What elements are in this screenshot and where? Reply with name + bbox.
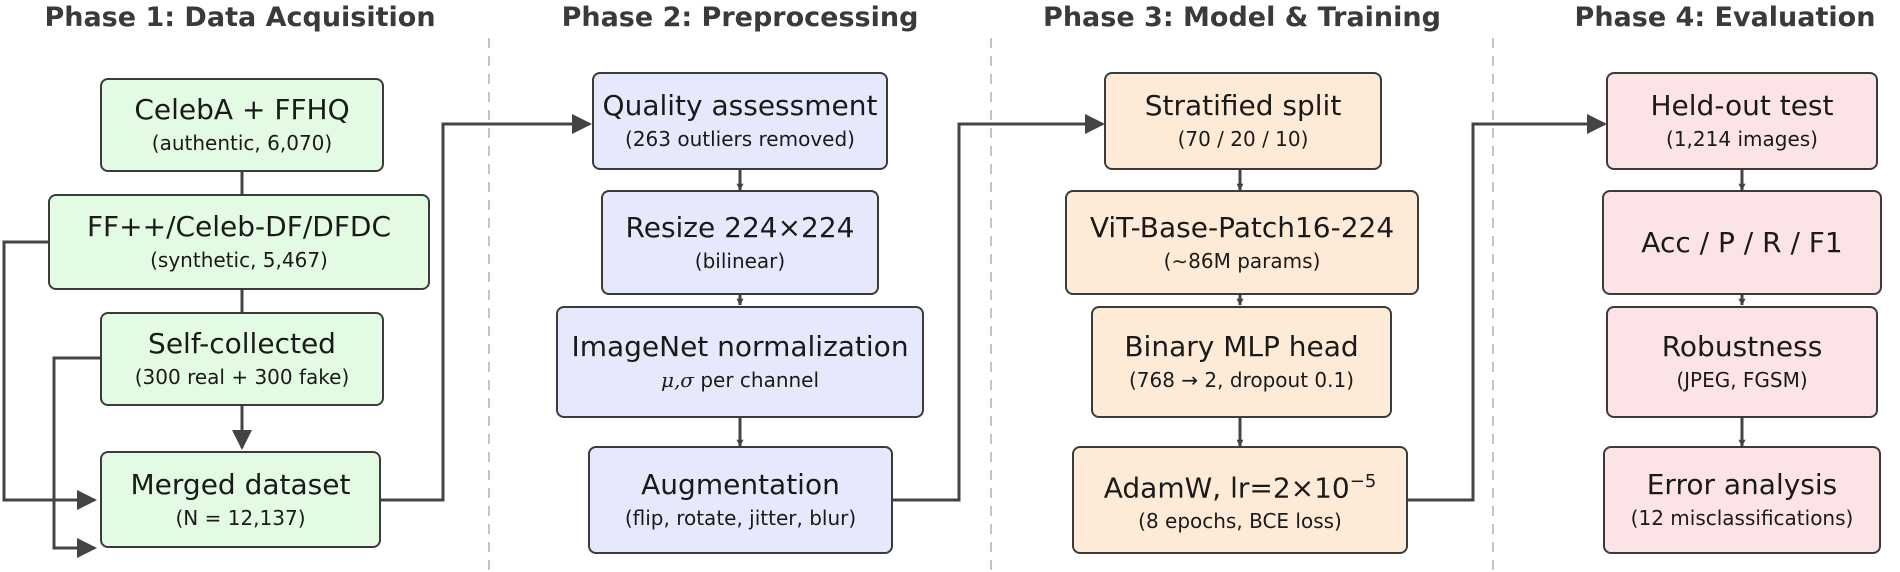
box-stratified-split: Stratified split (70 / 20 / 10) [1104, 72, 1382, 170]
box-title: Acc / P / R / F1 [1641, 225, 1843, 259]
box-robustness: Robustness (JPEG, FGSM) [1606, 306, 1878, 418]
box-title: AdamW, lr=2×10−5 [1104, 464, 1377, 506]
arrow-ffpp-to-merged [2, 240, 97, 510]
box-title: Merged dataset [130, 467, 351, 501]
box-title: ViT-Base-Patch16-224 [1089, 210, 1395, 244]
arrow-phase3-to-phase4 [1408, 114, 1607, 502]
box-title: CelebA + FFHQ [134, 93, 350, 126]
box-augmentation: Augmentation (flip, rotate, jitter, blur… [588, 446, 893, 554]
arrow-phase1-to-phase2 [381, 114, 592, 502]
phase-1-title: Phase 1: Data Acquisition [44, 2, 436, 33]
box-subtitle: (authentic, 6,070) [151, 131, 333, 155]
phase-2-title: Phase 2: Preprocessing [561, 2, 919, 33]
phase-4-title: Phase 4: Evaluation [1574, 2, 1876, 33]
box-subtitle: (flip, rotate, jitter, blur) [624, 506, 857, 530]
box-subtitle: (synthetic, 5,467) [150, 248, 328, 272]
box-subtitle: (bilinear) [694, 248, 786, 273]
phase-3-title: Phase 3: Model & Training [1043, 2, 1441, 33]
box-celeba-ffhq: CelebA + FFHQ (authentic, 6,070) [100, 78, 384, 172]
box-title: Self-collected [148, 327, 336, 360]
box-subtitle-text: per channel [693, 368, 820, 392]
box-metrics: Acc / P / R / F1 [1602, 190, 1882, 295]
arrow-selfcollected-to-merged [52, 356, 100, 558]
box-binary-mlp-head: Binary MLP head (768 → 2, dropout 0.1) [1091, 306, 1392, 418]
box-title: Binary MLP head [1124, 330, 1359, 363]
box-subtitle: (70 / 20 / 10) [1177, 127, 1309, 151]
box-subtitle: (12 misclassifications) [1630, 506, 1854, 530]
lr-exponent: −5 [1349, 470, 1377, 492]
box-ff-celebdf-dfdc: FF++/Celeb-DF/DFDC (synthetic, 5,467) [48, 194, 430, 290]
box-subtitle: (263 outliers removed) [625, 127, 855, 151]
box-resize: Resize 224×224 (bilinear) [601, 190, 879, 295]
box-title: Error analysis [1646, 468, 1838, 501]
arrow-phase2-to-phase3 [893, 114, 1105, 502]
box-title: Resize 224×224 [625, 210, 855, 244]
box-title: Robustness [1661, 330, 1823, 363]
box-adamw-optimizer: AdamW, lr=2×10−5 (8 epochs, BCE loss) [1072, 446, 1408, 554]
box-vit-base: ViT-Base-Patch16-224 (∼86M params) [1065, 190, 1419, 295]
box-subtitle: (768 → 2, dropout 0.1) [1128, 368, 1355, 392]
box-subtitle: (300 real + 300 fake) [134, 365, 350, 389]
box-title: ImageNet normalization [571, 330, 909, 363]
box-subtitle: (N = 12,137) [175, 505, 306, 530]
box-subtitle: (∼86M params) [1163, 248, 1321, 273]
mu-sigma-symbol: μ,σ [660, 368, 694, 392]
box-held-out-test: Held-out test (1,214 images) [1606, 72, 1878, 170]
box-subtitle: (8 epochs, BCE loss) [1138, 509, 1342, 534]
box-self-collected: Self-collected (300 real + 300 fake) [100, 312, 384, 406]
box-subtitle: μ,σ per channel [661, 365, 819, 395]
box-merged-dataset: Merged dataset (N = 12,137) [100, 451, 381, 548]
box-title-text: AdamW, lr=2×10 [1103, 471, 1350, 505]
box-error-analysis: Error analysis (12 misclassifications) [1603, 446, 1881, 554]
box-title: Held-out test [1650, 89, 1834, 122]
box-imagenet-normalization: ImageNet normalization μ,σ per channel [556, 306, 924, 418]
box-subtitle: (JPEG, FGSM) [1676, 368, 1808, 392]
box-title: Augmentation [641, 468, 840, 501]
box-title: Quality assessment [602, 89, 878, 122]
box-title: Stratified split [1144, 89, 1342, 122]
box-subtitle: (1,214 images) [1666, 127, 1818, 151]
box-title: FF++/Celeb-DF/DFDC [86, 210, 392, 243]
box-quality-assessment: Quality assessment (263 outliers removed… [592, 72, 888, 170]
